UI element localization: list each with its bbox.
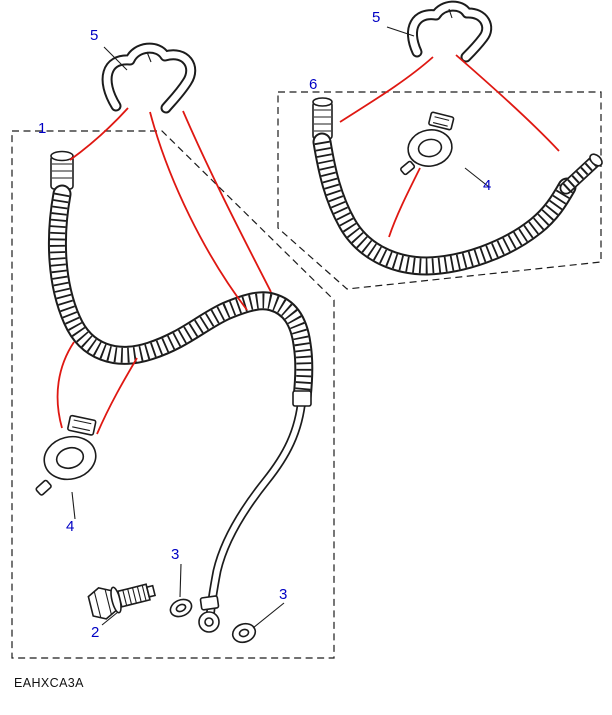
banjo-eye-fitting (198, 595, 220, 633)
hose-ferrule (292, 390, 312, 407)
callout-3-lower[interactable]: 3 (279, 586, 288, 603)
black-leader-lines (71, 26, 490, 629)
rear-brake-hose-corrugated (312, 132, 577, 276)
banjo-bolt (87, 583, 157, 620)
front-hose-end-fitting (50, 150, 74, 190)
callout-3-upper[interactable]: 3 (171, 546, 180, 563)
washer-upper (169, 598, 193, 618)
assembly-box-left (11, 130, 335, 659)
hose-clip-left (101, 42, 197, 114)
hose-clamp-right (400, 111, 455, 176)
callout-4-left[interactable]: 4 (66, 518, 75, 535)
diagram-code: EAHXCA3A (14, 676, 84, 690)
hose-clip-right (407, 0, 493, 63)
washer-lower (231, 622, 257, 644)
front-brake-hose-smooth (205, 393, 307, 623)
rear-hose-end-fitting (312, 97, 333, 140)
callout-4-right[interactable]: 4 (483, 177, 492, 194)
rear-hose-outlet-fitting (559, 153, 603, 195)
hose-clamp-left (35, 414, 97, 496)
callout-5-left[interactable]: 5 (90, 27, 99, 44)
front-brake-hose-corrugated (47, 184, 314, 408)
callout-6[interactable]: 6 (309, 76, 318, 93)
callout-5-right[interactable]: 5 (372, 9, 381, 26)
assembly-box-right (277, 91, 602, 290)
red-leader-lines (56, 54, 560, 435)
callout-2[interactable]: 2 (91, 624, 100, 641)
callout-1[interactable]: 1 (38, 120, 47, 137)
